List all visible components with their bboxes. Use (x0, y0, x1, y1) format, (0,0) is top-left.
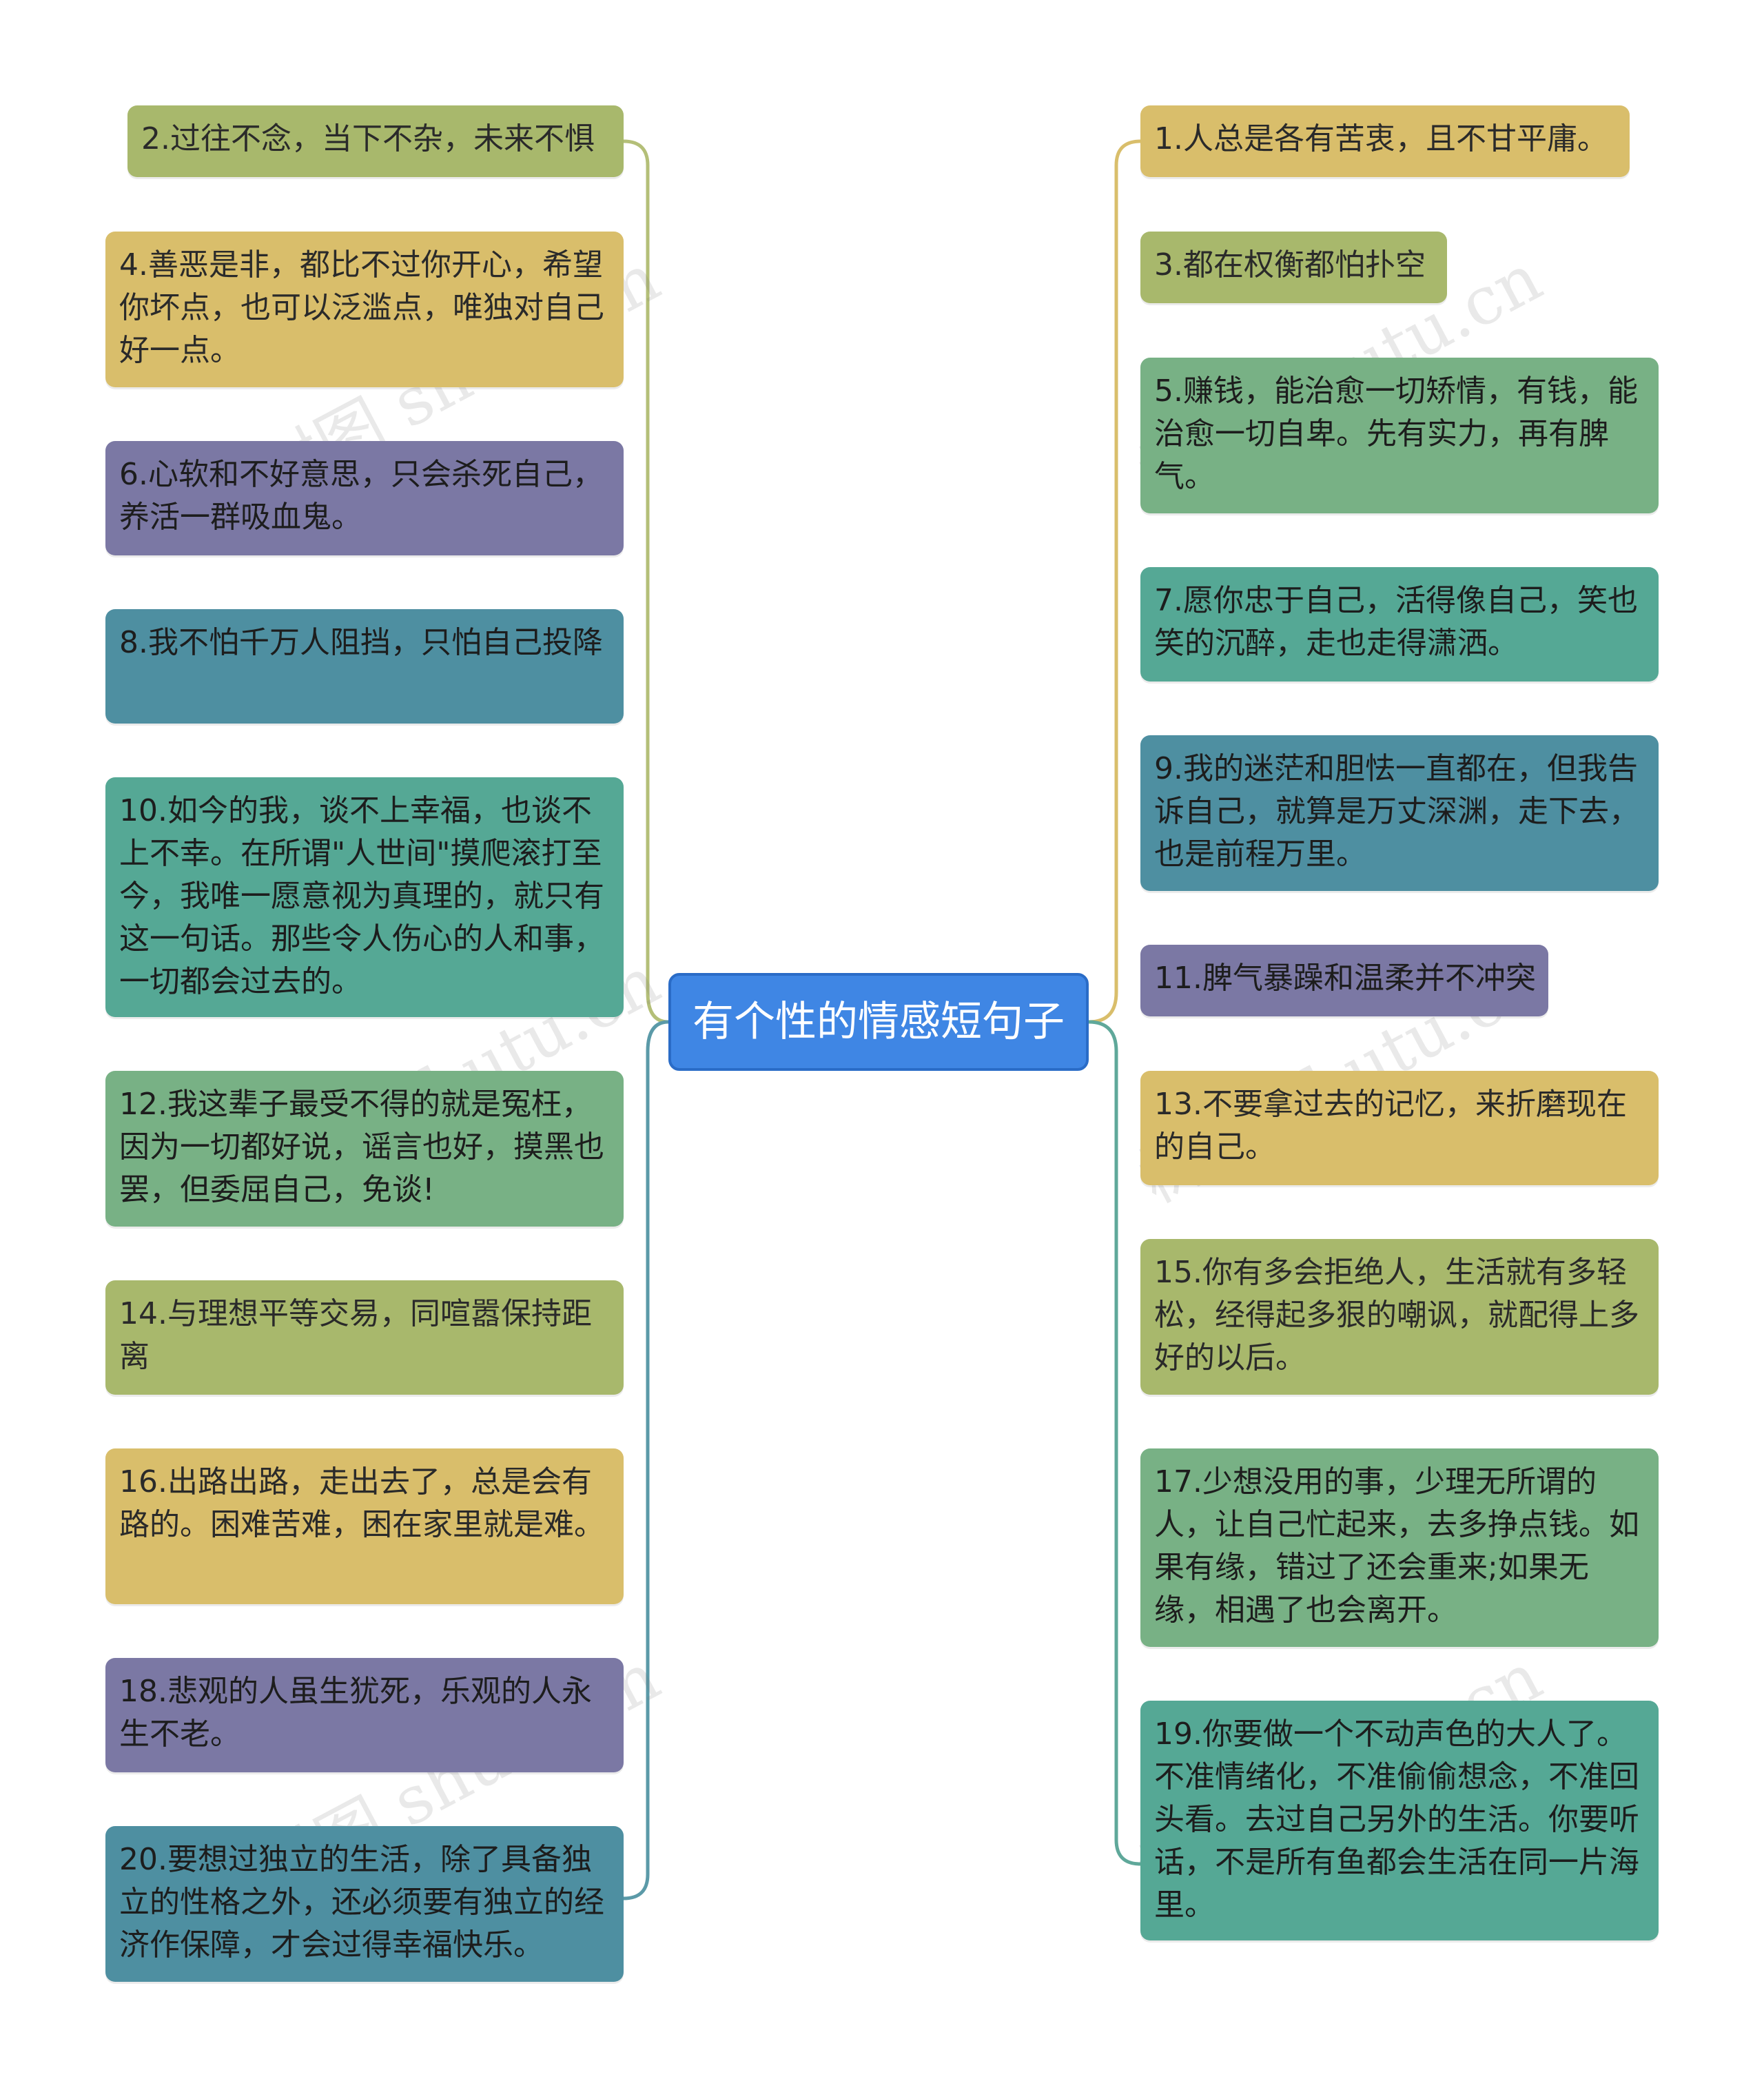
right-lower-bracket (1088, 1020, 1141, 1866)
branch-node[interactable]: 11.脾气暴躁和温柔并不冲突 (1140, 945, 1548, 1016)
branch-node[interactable]: 20.要想过独立的生活，除了具备独立的性格之外，还必须要有独立的经济作保障，才会… (105, 1826, 624, 1982)
left-lower-bracket (623, 1020, 669, 1901)
branch-node[interactable]: 5.赚钱，能治愈一切矫情，有钱，能治愈一切自卑。先有实力，再有脾气。 (1140, 358, 1659, 513)
branch-node[interactable]: 14.与理想平等交易，同喧嚣保持距离 (105, 1280, 624, 1395)
branch-node[interactable]: 19.你要做一个不动声色的大人了。不准情绪化，不准偷偷想念，不准回头看。去过自己… (1140, 1701, 1659, 1940)
branch-node[interactable]: 13.不要拿过去的记忆，来折磨现在的自己。 (1140, 1071, 1659, 1185)
root-topic[interactable]: 有个性的情感短句子 (668, 973, 1089, 1071)
branch-node[interactable]: 1.人总是各有苦衷，且不甘平庸。 (1140, 105, 1630, 177)
branch-node[interactable]: 10.如今的我，谈不上幸福，也谈不上不幸。在所谓"人世间"摸爬滚打至今，我唯一愿… (105, 777, 624, 1017)
branch-node[interactable]: 4.善恶是非，都比不过你开心，希望你坏点，也可以泛滥点，唯独对自己好一点。 (105, 232, 624, 387)
branch-node[interactable]: 7.愿你忠于自己，活得像自己，笑也笑的沉醉，走也走得潇洒。 (1140, 567, 1659, 682)
branch-node[interactable]: 9.我的迷茫和胆怯一直都在，但我告诉自己，就算是万丈深渊，走下去，也是前程万里。 (1140, 735, 1659, 891)
branch-node[interactable]: 8.我不怕千万人阻挡，只怕自己投降 (105, 609, 624, 724)
branch-node[interactable]: 3.都在权衡都怕扑空 (1140, 232, 1447, 303)
branch-node[interactable]: 6.心软和不好意思，只会杀死自己，养活一群吸血鬼。 (105, 441, 624, 555)
branch-node[interactable]: 16.出路出路，走出去了，总是会有路的。困难苦难，困在家里就是难。 (105, 1448, 624, 1604)
branch-node[interactable]: 15.你有多会拒绝人，生活就有多轻松，经得起多狠的嘲讽，就配得上多好的以后。 (1140, 1239, 1659, 1395)
branch-node[interactable]: 2.过往不念，当下不杂，未来不惧 (127, 105, 624, 177)
branch-node[interactable]: 17.少想没用的事，少理无所谓的人，让自己忙起来，去多挣点钱。如果有缘，错过了还… (1140, 1448, 1659, 1647)
branch-node[interactable]: 18.悲观的人虽生犹死，乐观的人永生不老。 (105, 1658, 624, 1772)
left-upper-bracket (623, 139, 669, 1024)
branch-node[interactable]: 12.我这辈子最受不得的就是冤枉，因为一切都好说，谣言也好，摸黑也罢，但委屈自己… (105, 1071, 624, 1227)
right-upper-bracket (1088, 139, 1141, 1024)
